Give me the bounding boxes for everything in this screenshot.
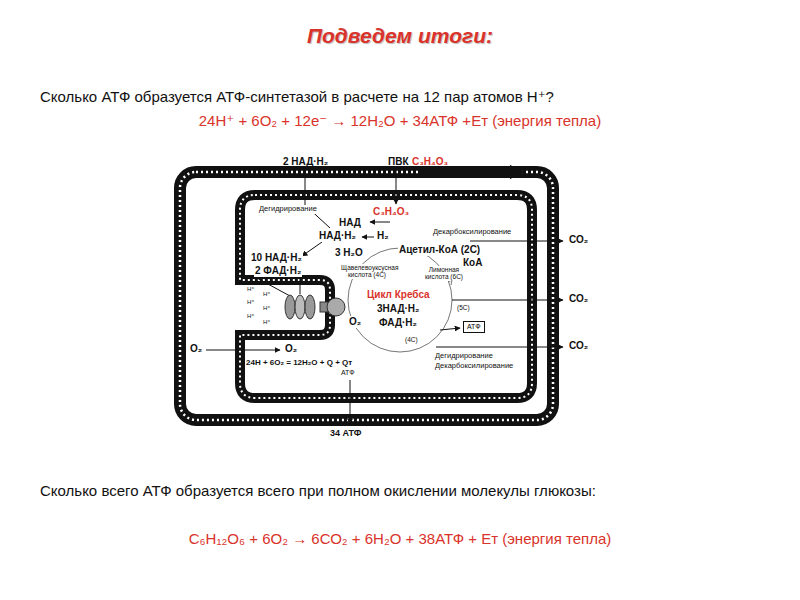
- diagram-label: ФАД·Н₂: [378, 317, 418, 329]
- diagram-label: Н⁺: [262, 305, 272, 312]
- flow-arrow: [420, 165, 526, 179]
- diagram-label: Лимонная кислота (6С): [420, 266, 468, 281]
- diagram-label: 10 НАД·Н₂: [250, 252, 303, 264]
- outer-membrane: [180, 172, 553, 420]
- diagram-label: НАД·Н₂: [318, 230, 357, 242]
- inner-membrane: [240, 195, 532, 398]
- diagram-label: Н⁺: [246, 313, 256, 320]
- diagram-label: Н⁺: [262, 319, 272, 326]
- diagram-label: Н⁺: [246, 286, 256, 293]
- diagram-label: Декарбоксилирование: [434, 362, 514, 371]
- summary-text: Сколько всего АТФ образуется всего при п…: [40, 482, 760, 499]
- diagram-label: СО₂: [569, 340, 588, 352]
- diagram-label: Ацетил-КоА (2С): [398, 244, 481, 256]
- summary-text: Сколько АТФ образуется АТФ-синтетазой в …: [40, 88, 760, 105]
- co2-lines: [436, 241, 563, 347]
- diagram-label: Дегидрирование: [434, 352, 494, 361]
- diagram-label: Цикл Кребса: [366, 289, 431, 301]
- diagram-label: 3НАД·Н₂: [376, 303, 421, 315]
- diagram-label: Н⁺: [246, 299, 256, 306]
- diagram-label: 24Н + 6О₂ = 12Н₂О + Q + Qт: [245, 358, 353, 367]
- diagram-label: 2 ФАД·Н₂: [254, 265, 302, 277]
- diagram-label: ПВК: [388, 156, 409, 168]
- diagram-label: (4С): [404, 336, 419, 343]
- diagram-label: АТФ: [340, 369, 356, 377]
- diagram-label: О₂: [189, 343, 203, 355]
- diagram-label: 2 НАД·Н₂: [283, 156, 328, 168]
- diagram-label: 3 Н₂О: [334, 247, 364, 259]
- reaction-lines: [206, 170, 460, 424]
- atp-synthase: [285, 295, 345, 319]
- diagram-label: (5С): [456, 304, 471, 311]
- diagram-label: Дегидрирование: [258, 205, 318, 214]
- diagram-label: О₂: [348, 316, 362, 328]
- summary-text: С₆Н₁₂О₆ + 6О₂ → 6СО₂ + 6Н₂О + 38АТФ + Ет…: [0, 530, 800, 547]
- diagram-label: Н₂: [376, 230, 390, 242]
- diagram-label: Декарбоксилирование: [432, 228, 512, 237]
- diagram-label: СО₂: [569, 293, 588, 305]
- atp-box: АТФ: [463, 321, 485, 333]
- slide-title: Подведем итоги:: [0, 24, 800, 48]
- summary-text: 24Н⁺ + 6О₂ + 12е⁻ → 12Н₂О + 34АТФ +Ет (э…: [0, 112, 800, 129]
- diagram-label: СО₂: [569, 234, 588, 246]
- diagram-label: 34 АТФ: [330, 428, 361, 438]
- diagram-label: С₃Н₄О₃: [412, 156, 448, 168]
- diagram-label: О₂: [284, 343, 298, 355]
- diagram-label: Щавелевоуксусная кислота (4С): [340, 264, 394, 279]
- node-text: АТФ: [467, 323, 481, 331]
- diagram-label: Н⁺: [262, 291, 272, 298]
- diagram-label: НАД: [338, 217, 362, 229]
- diagram-label: С₃Н₄О₃: [372, 206, 410, 218]
